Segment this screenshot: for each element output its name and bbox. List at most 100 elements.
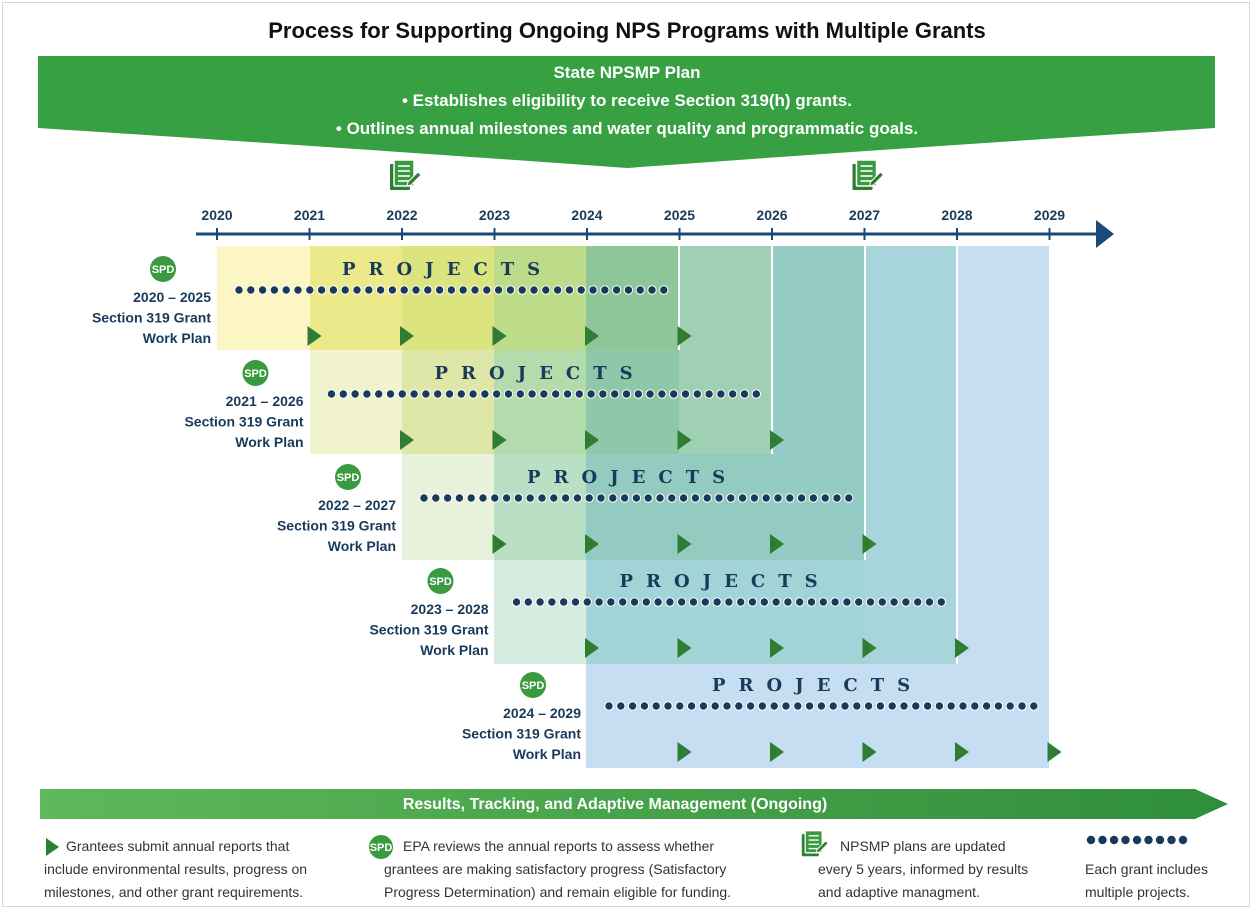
project-dot [714, 493, 724, 503]
project-dot [716, 389, 726, 399]
npsmp-banner [38, 56, 1215, 168]
grant-label-range: 2023 – 2028 [411, 601, 489, 617]
grant-label-line3: Work Plan [513, 746, 581, 762]
project-dot [574, 389, 584, 399]
project-dot [525, 493, 535, 503]
annual-report-arrow [677, 534, 692, 554]
project-dot [761, 493, 771, 503]
project-dot [517, 285, 527, 295]
project-dot [631, 493, 642, 503]
year-ticks [216, 228, 1051, 240]
project-dot [759, 597, 769, 607]
annual-report-arrow-icon [46, 838, 59, 856]
project-dot [710, 701, 720, 711]
project-dot [338, 389, 348, 399]
project-dot [293, 285, 303, 295]
project-dot [458, 285, 468, 295]
project-dot [535, 597, 545, 607]
annual-report-arrow [955, 638, 969, 658]
project-dot [549, 493, 559, 503]
project-dot [808, 493, 819, 503]
project-dot [501, 493, 512, 503]
project-dot [911, 701, 921, 711]
project-dot [828, 701, 838, 711]
grant-label-line3: Work Plan [328, 538, 396, 554]
project-dot [653, 597, 663, 607]
results-bar-label: Results, Tracking, and Adaptive Manageme… [402, 796, 828, 813]
project-dot [913, 597, 923, 607]
project-dot [700, 597, 710, 607]
legend-reports-line: Grantees submit annual reports that [66, 838, 290, 854]
grant-label-line2: Section 319 Grant [184, 414, 303, 430]
spd-badge-label: SPD [337, 472, 360, 484]
project-dot [643, 493, 653, 503]
projects-label: PROJECTS [527, 467, 738, 488]
annual-report-arrow [862, 742, 877, 762]
project-dot [419, 493, 429, 503]
project-dot [887, 701, 897, 711]
project-dot [446, 285, 457, 295]
project-dot [515, 389, 525, 399]
grant-label-line3: Work Plan [235, 434, 303, 450]
project-dot [350, 389, 360, 399]
project-dot [1086, 835, 1096, 845]
project-dot [702, 493, 712, 503]
project-dot [852, 701, 862, 711]
project-dot [456, 389, 466, 399]
year-label: 2029 [1034, 207, 1065, 223]
legend-plans-line: and adaptive managment. [818, 884, 980, 900]
project-dot [635, 285, 645, 295]
project-dot [1132, 835, 1142, 845]
legend-plans-line: NPSMP plans are updated [840, 838, 1006, 854]
project-dot [387, 285, 398, 295]
project-dot [692, 389, 702, 399]
project-dot [588, 285, 598, 295]
project-dot [832, 493, 842, 503]
annual-report-arrow [955, 742, 969, 762]
project-dot [411, 285, 421, 295]
spd-badge [335, 464, 361, 490]
annual-report-arrow [585, 534, 599, 554]
legend-spd-line: EPA reviews the annual reports to assess… [403, 838, 715, 854]
annual-report-arrow [770, 534, 784, 554]
project-dot [645, 389, 655, 399]
project-dot [326, 389, 337, 399]
project-dot [877, 597, 887, 607]
grant-label-range: 2020 – 2025 [133, 289, 211, 305]
project-dot [570, 597, 581, 607]
project-dot [1121, 835, 1130, 845]
project-dot [480, 389, 490, 399]
grant-label-line2: Section 319 Grant [462, 726, 581, 742]
project-dot [611, 285, 622, 295]
project-dot [970, 701, 980, 711]
grant-label-range: 2022 – 2027 [318, 497, 396, 513]
project-dot [511, 597, 522, 607]
project-dot [551, 389, 561, 399]
project-dot [771, 597, 781, 607]
project-dot [641, 597, 651, 607]
project-dot [922, 701, 933, 711]
spd-badge [520, 672, 546, 698]
project-dot [934, 701, 945, 711]
project-dot [619, 493, 630, 503]
year-label: 2025 [664, 207, 695, 223]
project-dot [340, 285, 350, 295]
project-dot [795, 597, 805, 607]
project-dot [863, 701, 874, 711]
project-dot [936, 597, 946, 607]
banner-bullet-2: • Outlines annual milestones and water q… [335, 119, 919, 138]
project-dot [899, 701, 909, 711]
legend-projects: Each grant includes multiple projects. [1085, 858, 1208, 904]
project-dot [958, 701, 968, 711]
project-dot [492, 389, 502, 399]
project-dot [675, 701, 685, 711]
legend-reports: Grantees submit annual reports that incl… [44, 835, 307, 904]
project-dot [1178, 835, 1188, 845]
project-dot [560, 493, 571, 503]
project-dot [470, 285, 480, 295]
project-dot [600, 285, 610, 295]
svg-text:SPD: SPD [370, 842, 393, 854]
